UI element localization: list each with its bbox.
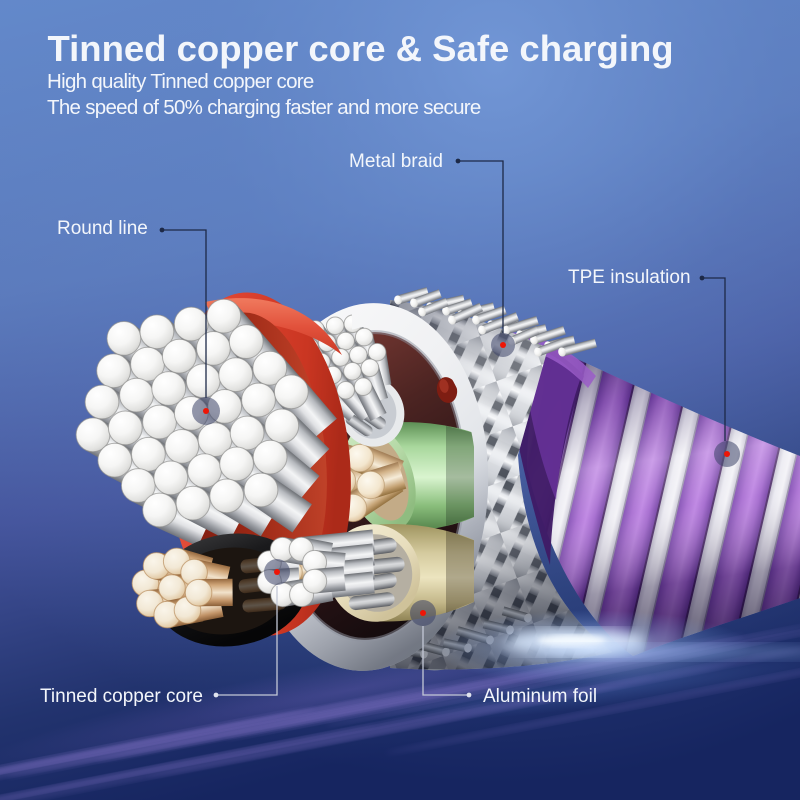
svg-text:Tinned copper core: Tinned copper core (40, 686, 203, 707)
svg-text:Metal braid: Metal braid (349, 151, 443, 172)
svg-text:The speed of 50% charging fast: The speed of 50% charging faster and mor… (47, 96, 481, 119)
svg-text:Round line: Round line (57, 218, 148, 239)
svg-text:Tinned copper core & Safe char: Tinned copper core & Safe charging (48, 28, 674, 69)
svg-text:TPE insulation: TPE insulation (568, 267, 691, 288)
svg-text:Aluminum foil: Aluminum foil (483, 686, 597, 707)
svg-text:High quality Tinned copper cor: High quality Tinned copper core (47, 70, 314, 93)
